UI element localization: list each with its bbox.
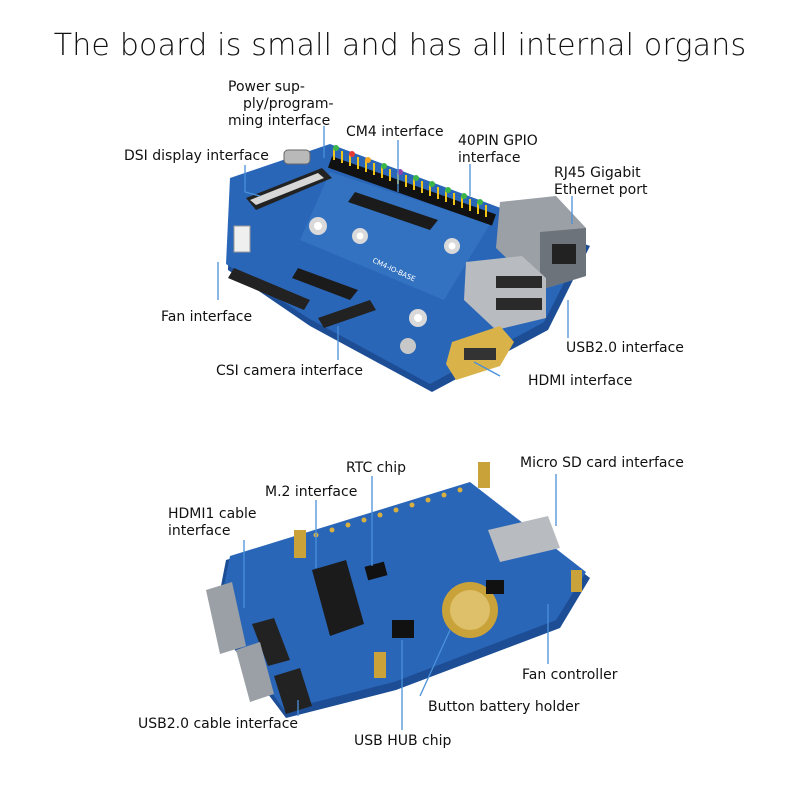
label-csi-interface: CSI camera interface (216, 363, 363, 379)
label-gpio-line1: 40PIN GPIO (458, 133, 538, 149)
gpio-header (327, 145, 497, 226)
bottom-board-photo (206, 462, 590, 718)
label-power-line2: ply/program- (243, 96, 334, 112)
label-usb-cable-interface: USB2.0 cable interface (138, 716, 299, 732)
label-hdmi1-line1: HDMI1 cable (168, 506, 257, 522)
top-leader-lines (217, 126, 573, 377)
label-m2-interface: M.2 interface (265, 484, 358, 500)
headline: The board is small and has all internal … (53, 28, 747, 63)
label-dsi-interface: DSI display interface (124, 148, 269, 164)
label-rj45-line1: RJ45 Gigabit (554, 165, 641, 181)
label-rj45-line2: Ethernet port (554, 182, 648, 198)
label-battery-holder: Button battery holder (428, 699, 580, 715)
label-rtc-chip: RTC chip (346, 460, 407, 476)
label-microsd-interface: Micro SD card interface (520, 455, 684, 471)
bottom-leader-lines (243, 474, 557, 730)
label-fan-controller: Fan controller (522, 667, 618, 683)
label-hdmi-interface: HDMI interface (528, 373, 633, 389)
label-fan-interface: Fan interface (161, 309, 253, 325)
hdmi-port (446, 326, 514, 380)
label-usb2-interface: USB2.0 interface (566, 340, 684, 356)
label-cm4-interface: CM4 interface (346, 124, 444, 140)
label-hdmi1-line2: interface (168, 523, 231, 539)
label-power-line1: Power sup- (228, 79, 305, 95)
top-board-photo: CM4-IO-BASE (226, 144, 590, 392)
label-gpio-line2: interface (458, 150, 521, 166)
usb-stack (464, 256, 546, 330)
label-power-line3: ming interface (228, 113, 331, 129)
label-usb-hub-chip: USB HUB chip (354, 733, 452, 749)
